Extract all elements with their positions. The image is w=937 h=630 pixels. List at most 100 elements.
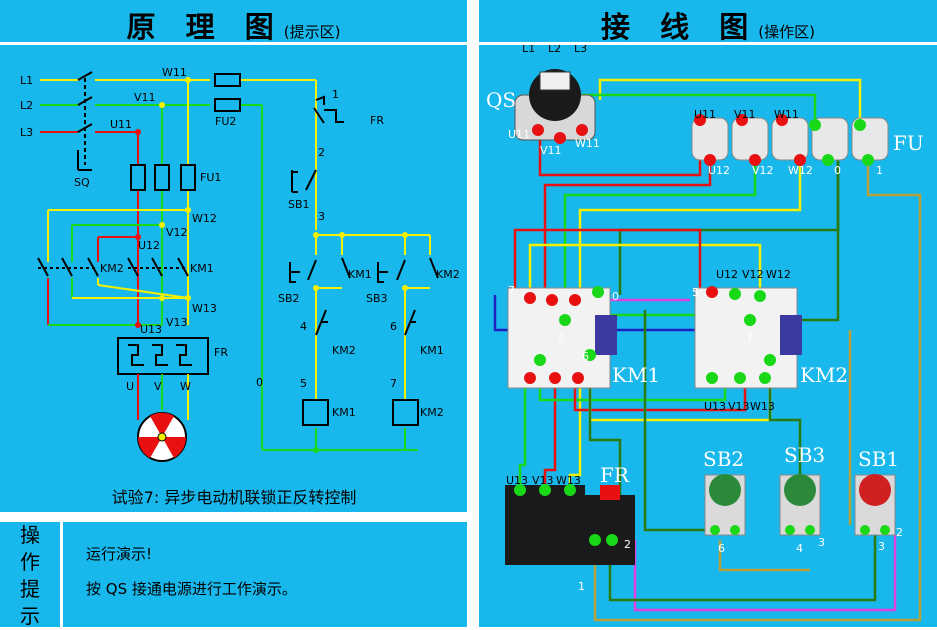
label-w: W xyxy=(180,380,191,393)
label-km2-main: KM2 xyxy=(100,262,124,275)
label-fu2: FU2 xyxy=(215,115,236,128)
wlabel-km1-5: 5 xyxy=(558,332,565,345)
experiment-caption: 试验7: 异步电动机联锁正反转控制 xyxy=(111,488,357,507)
schematic-tips-divider xyxy=(0,512,467,522)
wlabel-w12: W12 xyxy=(788,164,813,177)
tips-line-1: 运行演示! xyxy=(86,545,153,563)
wlabel-fu-1: 1 xyxy=(876,164,883,177)
label-l2: L2 xyxy=(20,99,33,112)
label-u12: U12 xyxy=(138,239,160,252)
junction-dots xyxy=(135,77,408,453)
label-u11: U11 xyxy=(110,118,132,131)
wlabel-sb2-6: 6 xyxy=(718,542,725,555)
wlabel-km2-w12: W12 xyxy=(766,268,791,281)
power-lines xyxy=(37,71,439,451)
wiring-title: 接 线 图(操作区) xyxy=(479,4,937,46)
wlabel-l2: L2 xyxy=(548,45,561,55)
fuses-fu2 xyxy=(214,73,241,112)
wlabel-sb1-2: 2 xyxy=(896,526,903,539)
wlabel-fr-1: 1 xyxy=(578,580,585,593)
label-v12: V12 xyxy=(166,226,188,239)
wiring-diagram: L1 L2 L3 QS U11 V11 W11 U11 V11 W11 FU U… xyxy=(486,45,924,622)
wlabel-fu-0: 0 xyxy=(834,164,841,177)
label-km2-aux: KM2 xyxy=(436,268,460,281)
label-fu1: FU1 xyxy=(200,171,221,184)
label-u13: U13 xyxy=(140,323,162,336)
label-km1-main: KM1 xyxy=(190,262,214,275)
wlabel-fr-2: 2 xyxy=(624,538,631,551)
wlabel-km2-u13: U13 xyxy=(704,400,726,413)
schematic-title-sub: (提示区) xyxy=(283,23,341,41)
wlabel-km1: KM1 xyxy=(612,363,660,387)
wlabel-u11: U11 xyxy=(508,128,530,141)
label-v: V xyxy=(154,380,162,393)
wlabel-km1-0: 0 xyxy=(612,290,619,303)
wlabel-fu-w11: W11 xyxy=(774,108,799,121)
sb2-button[interactable] xyxy=(704,474,746,536)
wiring-title-text: 接 线 图 xyxy=(601,10,759,44)
label-node-5: 5 xyxy=(300,377,307,390)
wlabel-sb3: SB3 xyxy=(784,443,825,467)
label-km1-interlock: KM1 xyxy=(420,344,444,357)
wlabel-l3: L3 xyxy=(574,45,587,55)
fuses-fu1 xyxy=(130,164,196,191)
label-sq: SQ xyxy=(74,176,90,189)
qs-switch[interactable] xyxy=(514,69,596,144)
schematic-panel: 原 理 图(提示区) xyxy=(0,0,467,512)
wlabel-km2-v12: V12 xyxy=(742,268,764,281)
tips-line-2: 按 QS 接通电源进行工作演示。 xyxy=(86,580,297,598)
wlabel-km1-7: 7 xyxy=(508,284,515,297)
label-node-1: 1 xyxy=(332,88,339,101)
wlabel-sb2: SB2 xyxy=(703,447,744,471)
wlabel-w11: W11 xyxy=(575,137,600,150)
wlabel-u12: U12 xyxy=(708,164,730,177)
label-node-3: 3 xyxy=(318,210,325,223)
label-sb2: SB2 xyxy=(278,292,300,305)
tips-label-char-2: 作 xyxy=(20,550,40,574)
fu-fuses xyxy=(691,114,889,166)
schematic-diagram: L1 L2 L3 W11 V11 U11 SQ FU1 FU2 W12 V12 … xyxy=(20,66,460,462)
sb1-button[interactable] xyxy=(854,474,896,536)
wlabel-qs: QS xyxy=(486,88,516,112)
label-sb1: SB1 xyxy=(288,198,310,211)
label-km2-coil: KM2 xyxy=(420,406,444,419)
label-fr-contact: FR xyxy=(370,114,384,127)
label-fr: FR xyxy=(214,346,228,359)
wlabel-v13: V13 xyxy=(532,474,554,487)
left-right-divider xyxy=(467,0,479,627)
wlabel-km2-5: 5 xyxy=(692,286,699,299)
schematic-title: 原 理 图(提示区) xyxy=(0,4,467,46)
tips-label-char-4: 示 xyxy=(20,604,40,628)
label-u: U xyxy=(126,380,134,393)
label-l3: L3 xyxy=(20,126,33,139)
schematic-labels: L1 L2 L3 W11 V11 U11 SQ FU1 FU2 W12 V12 … xyxy=(20,66,460,419)
label-v13: V13 xyxy=(166,316,188,329)
fr-thermal-relay xyxy=(505,484,635,565)
wlabel-km1-6: 6 xyxy=(582,350,589,363)
label-w12: W12 xyxy=(192,212,217,225)
wlabel-fu-u11: U11 xyxy=(694,108,716,121)
wiring-title-divider xyxy=(479,42,937,45)
wlabel-u13: U13 xyxy=(506,474,528,487)
sb3-button[interactable] xyxy=(779,474,821,536)
wiring-labels: L1 L2 L3 QS U11 V11 W11 U11 V11 W11 FU U… xyxy=(486,45,924,593)
wlabel-fu: FU xyxy=(893,131,924,155)
label-node-4: 4 xyxy=(300,320,307,333)
wlabel-l1: L1 xyxy=(522,45,535,55)
schematic-title-text: 原 理 图 xyxy=(126,10,284,44)
wlabel-km2-w13: W13 xyxy=(750,400,775,413)
label-sb3: SB3 xyxy=(366,292,388,305)
label-node-2: 2 xyxy=(318,146,325,159)
label-w13: W13 xyxy=(192,302,217,315)
wlabel-sb1-3: 3 xyxy=(878,540,885,553)
label-node-6: 6 xyxy=(390,320,397,333)
wlabel-sb3-4: 4 xyxy=(796,542,803,555)
km1-contactor xyxy=(507,286,617,389)
label-v11: V11 xyxy=(134,91,156,104)
motor-symbol xyxy=(137,412,187,462)
label-w11: W11 xyxy=(162,66,187,79)
wlabel-fu-v11: V11 xyxy=(734,108,756,121)
tips-label: 操 作 提 示 xyxy=(0,522,63,628)
schematic-title-divider xyxy=(0,42,467,45)
wlabel-sb3-3: 3 xyxy=(818,536,825,549)
